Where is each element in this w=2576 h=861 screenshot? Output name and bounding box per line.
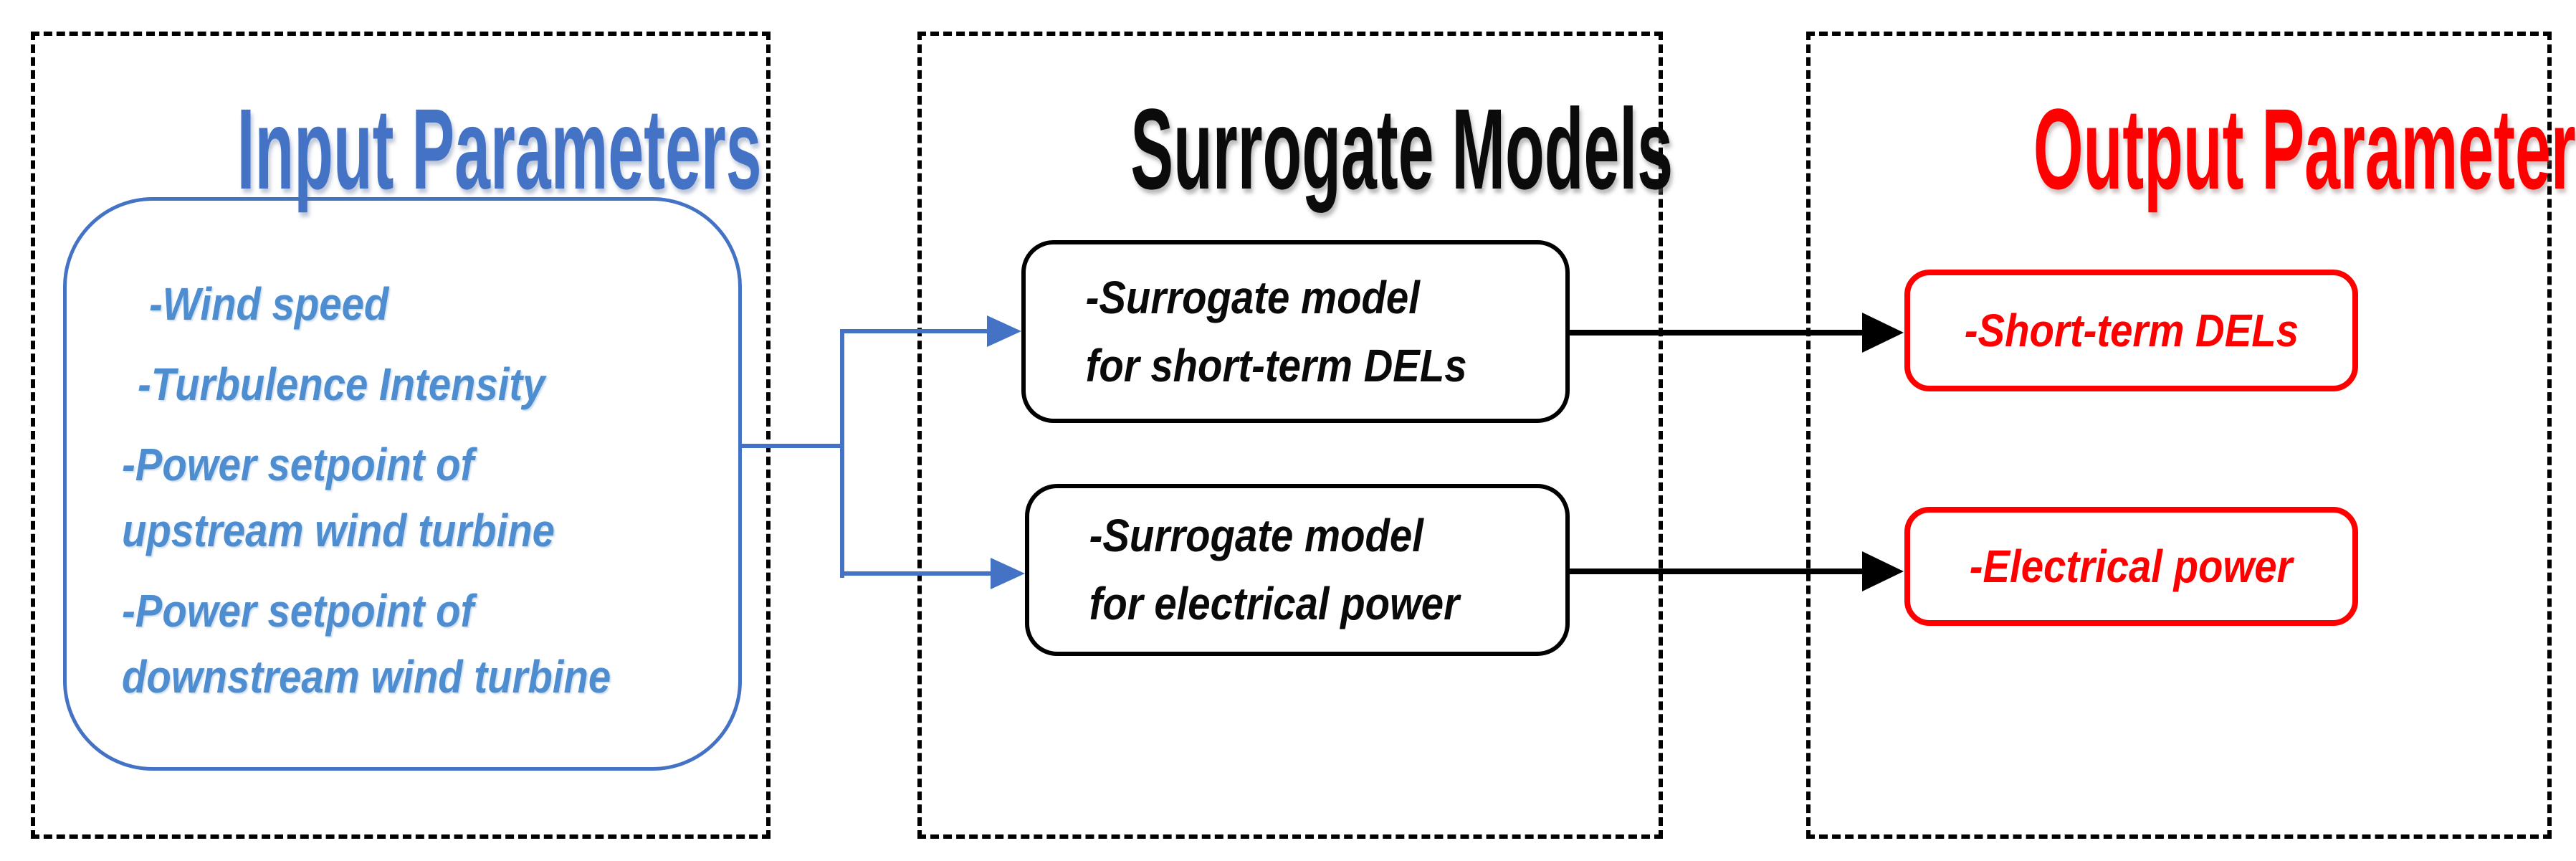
input-parameters-list: -Wind speed -Turbulence Intensity -Power… xyxy=(122,271,717,724)
arrowhead-dels-output-icon xyxy=(1862,313,1904,353)
input-parameters-title-text: Input Parameters xyxy=(237,85,762,213)
list-item: -Wind speed xyxy=(122,271,717,337)
connector-dels-output-line xyxy=(1570,330,1864,336)
connector-to-power-line xyxy=(840,571,993,576)
input-item-power-setpoint-upstream: -Power setpoint of upstream wind turbine xyxy=(122,439,555,556)
connector-branch-vertical xyxy=(840,329,844,578)
output-electrical-power-box: -Electrical power xyxy=(1904,507,2358,626)
surrogate-model-dels-box: -Surrogate model for short-term DELs xyxy=(1021,240,1570,423)
arrowhead-to-dels-icon xyxy=(987,315,1021,347)
surrogate-models-title-text: Surrogate Models xyxy=(1130,85,1674,213)
surrogate-model-power-box: -Surrogate model for electrical power xyxy=(1025,484,1570,656)
surrogate-model-power-label: -Surrogate model for electrical power xyxy=(1089,510,1460,629)
connector-input-stem xyxy=(742,444,844,448)
input-item-power-setpoint-downstream: -Power setpoint of downstream wind turbi… xyxy=(122,585,611,703)
surrogate-model-dels-label: -Surrogate model for short-term DELs xyxy=(1085,271,1467,391)
output-electrical-power-label: -Electrical power xyxy=(1970,541,2293,592)
surrogate-models-panel xyxy=(917,32,1663,839)
output-parameters-panel xyxy=(1806,32,2552,839)
input-parameters-panel xyxy=(31,32,771,839)
list-item: -Power setpoint of upstream wind turbine xyxy=(122,432,717,563)
arrowhead-power-output-icon xyxy=(1862,551,1904,591)
connector-to-dels-line xyxy=(840,329,991,333)
output-parameters-title: Output Parameters xyxy=(1806,80,2576,218)
output-short-term-dels-label: -Short-term DELs xyxy=(1964,305,2299,356)
input-parameters-box xyxy=(63,197,742,771)
list-item: -Turbulence Intensity xyxy=(122,351,717,417)
output-parameters-title-text: Output Parameters xyxy=(2033,85,2576,213)
arrowhead-to-power-icon xyxy=(991,558,1025,589)
connector-power-output-line xyxy=(1570,569,1864,574)
input-item-turbulence-intensity: -Turbulence Intensity xyxy=(138,358,545,410)
surrogate-models-title: Surrogate Models xyxy=(917,80,1673,218)
input-parameters-title: Input Parameters xyxy=(31,80,771,218)
output-short-term-dels-box: -Short-term DELs xyxy=(1904,270,2358,391)
input-item-wind-speed: -Wind speed xyxy=(149,278,389,330)
list-item: -Power setpoint of downstream wind turbi… xyxy=(122,578,717,710)
